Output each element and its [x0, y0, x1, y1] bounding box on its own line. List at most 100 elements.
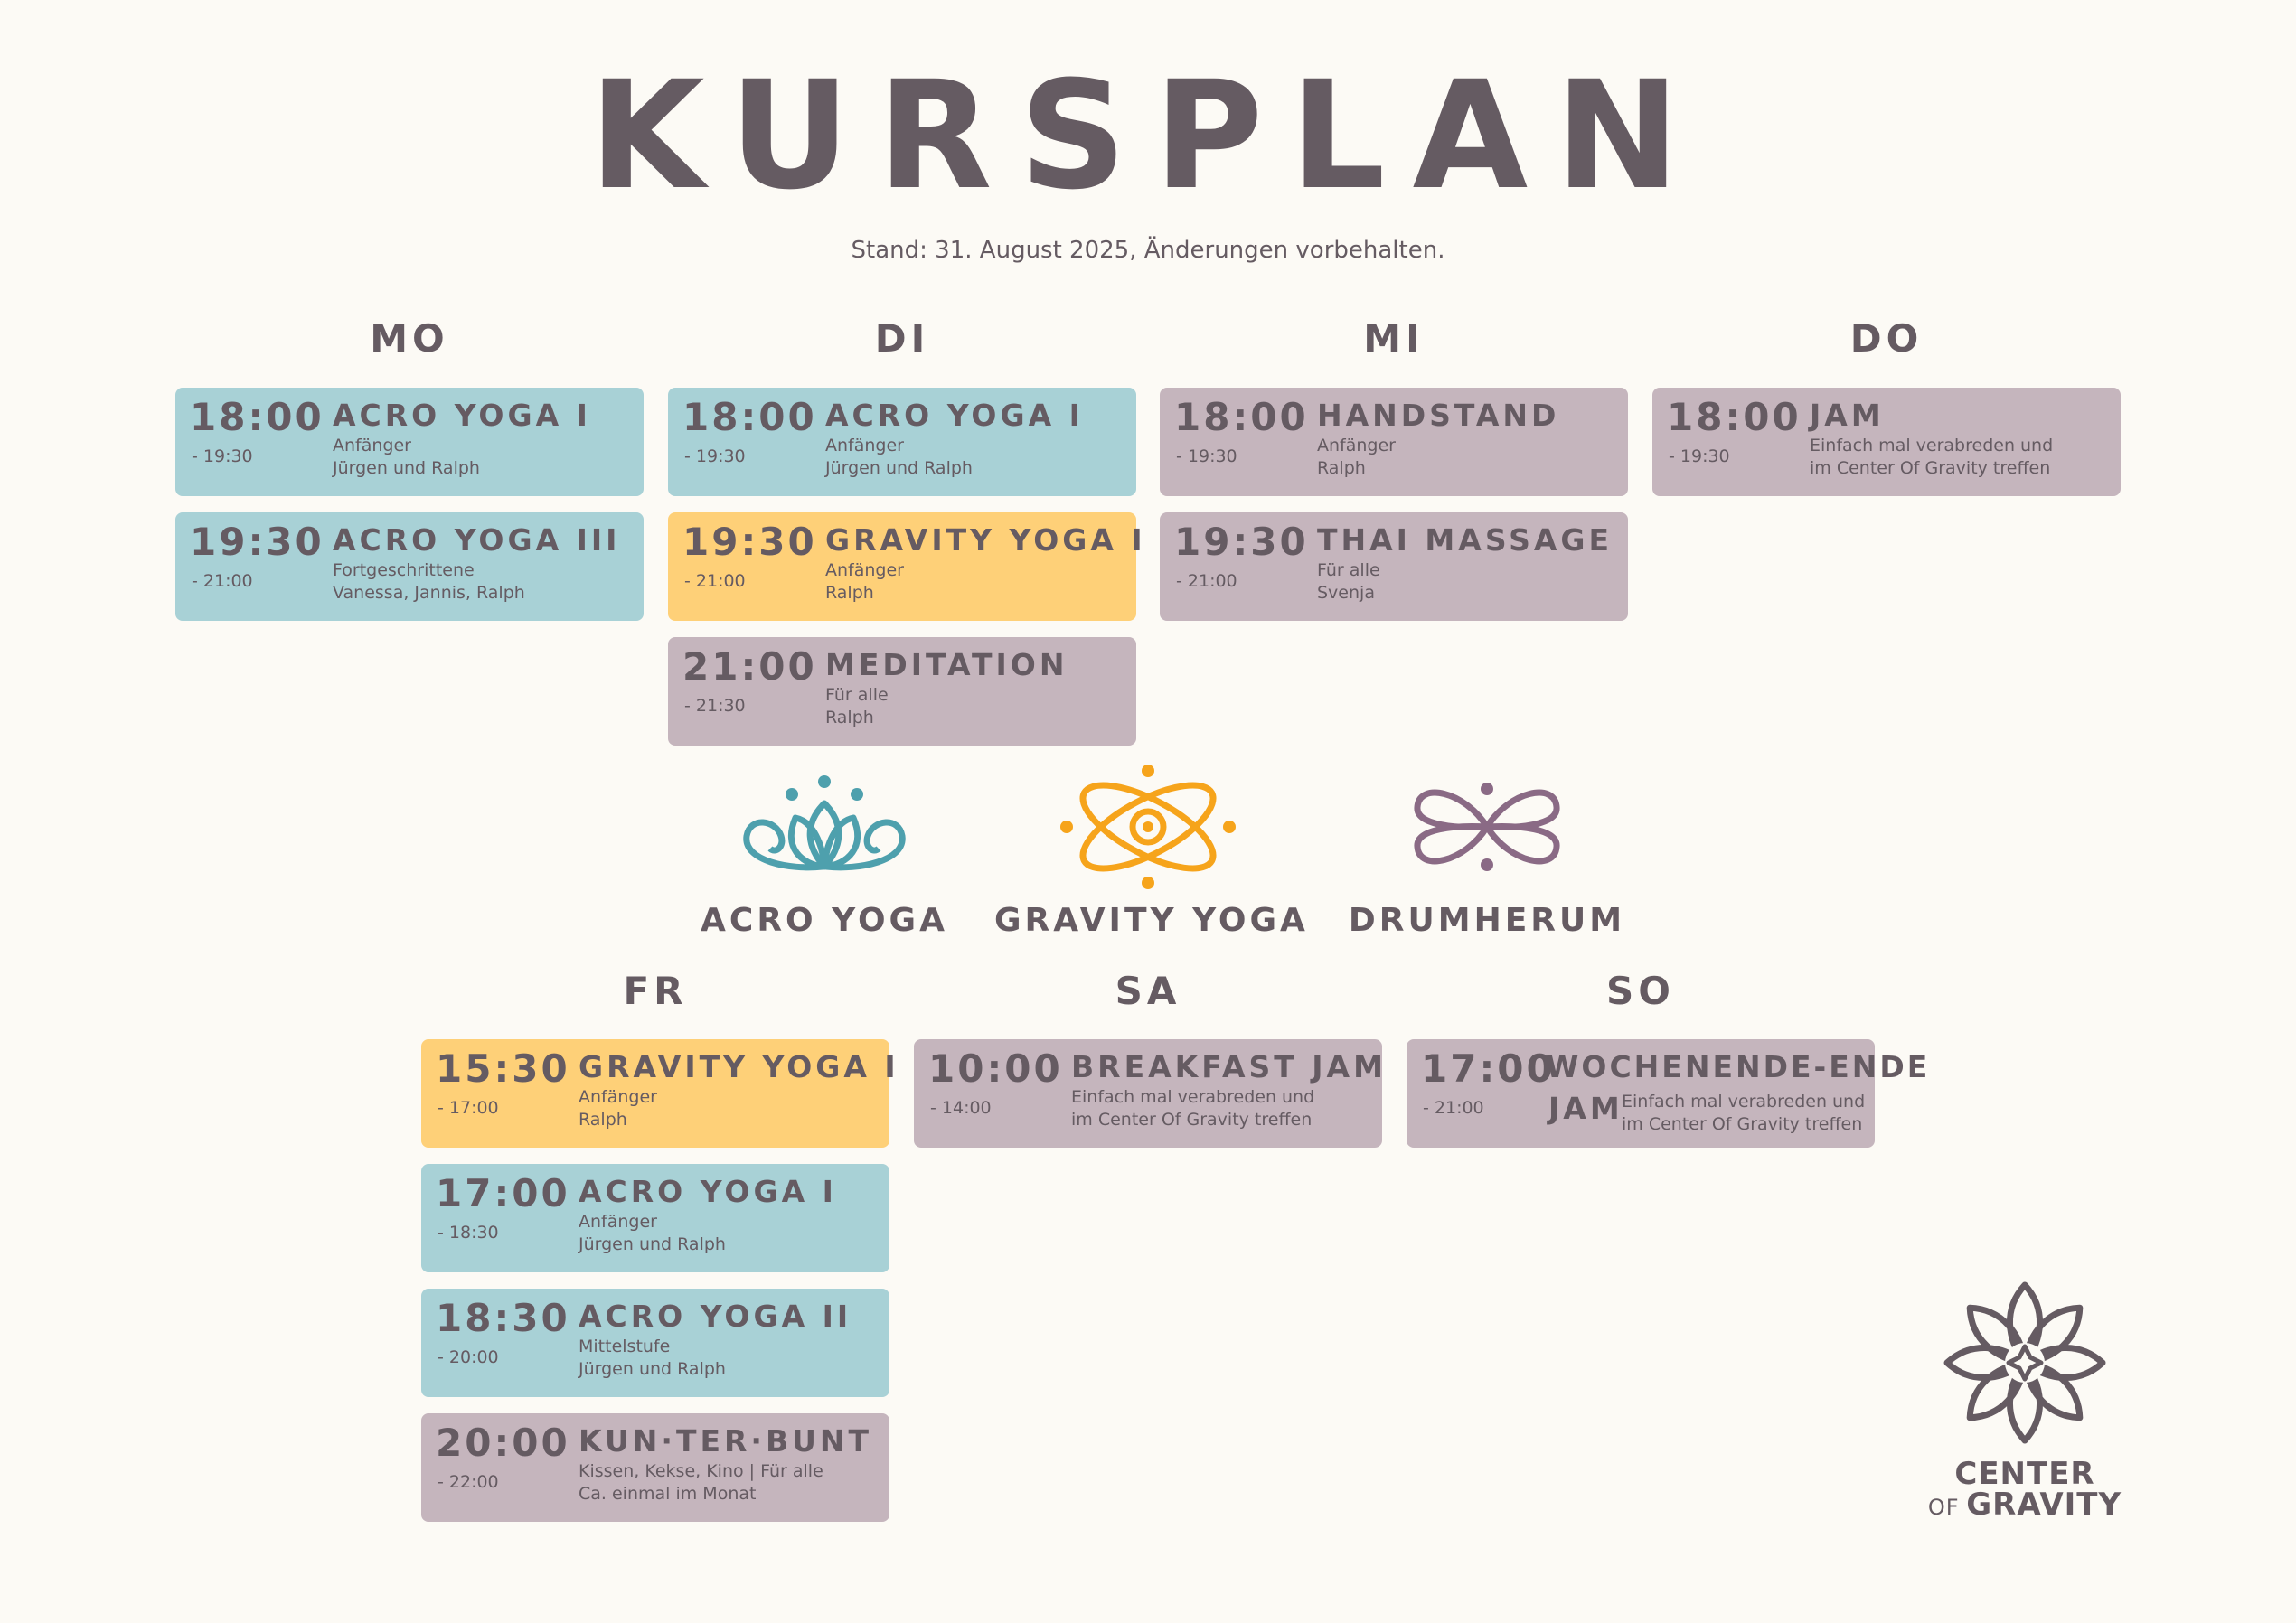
- class-title: ACRO YOGA I: [579, 1174, 837, 1209]
- class-end-time: - 19:30: [1669, 446, 1730, 466]
- class-level: Anfänger: [579, 1087, 657, 1107]
- class-card: 18:00 - 19:30 ACRO YOGA I Anfänger Jürge…: [668, 388, 1136, 496]
- class-start-time: 17:00: [436, 1171, 570, 1215]
- class-end-time: - 19:30: [192, 446, 253, 466]
- flower-icon: [1936, 1281, 2113, 1451]
- class-start-time: 15:30: [436, 1046, 570, 1091]
- class-teachers: Jürgen und Ralph: [579, 1234, 726, 1254]
- class-title: HANDSTAND: [1317, 398, 1560, 433]
- legend-label: ACRO YOGA: [701, 902, 948, 939]
- class-title: MEDITATION: [825, 647, 1068, 682]
- lotus-icon: [743, 775, 906, 871]
- class-start-time: 19:30: [682, 520, 817, 564]
- class-card: 15:30 - 17:00 GRAVITY YOGA I Anfänger Ra…: [421, 1039, 896, 1148]
- class-end-time: - 21:00: [684, 571, 746, 591]
- class-teachers: Jürgen und Ralph: [333, 458, 480, 478]
- class-start-time: 21:00: [682, 644, 817, 689]
- page-subtitle: Stand: 31. August 2025, Änderungen vorbe…: [851, 237, 1445, 264]
- class-teachers: Vanessa, Jannis, Ralph: [333, 583, 525, 603]
- class-description: im Center Of Gravity treffen: [1071, 1110, 1313, 1130]
- class-end-time: - 21:00: [1176, 571, 1237, 591]
- class-level: Anfänger: [1317, 436, 1396, 455]
- class-description: im Center Of Gravity treffen: [1810, 458, 2051, 478]
- class-end-time: - 18:30: [438, 1223, 499, 1243]
- butterfly-icon: [1414, 783, 1560, 871]
- day-heading-so: SO: [1606, 969, 1675, 1013]
- class-start-time: 18:00: [682, 395, 817, 439]
- class-level: Anfänger: [333, 436, 411, 455]
- class-title: ACRO YOGA I: [825, 398, 1084, 433]
- legend-acro: ACRO YOGA: [682, 773, 966, 937]
- class-start-time: 10:00: [928, 1046, 1063, 1091]
- class-start-time: 18:00: [1667, 395, 1802, 439]
- class-end-time: - 17:00: [438, 1098, 499, 1118]
- day-heading-di: DI: [874, 316, 930, 361]
- class-card: 18:00 - 19:30 JAM Einfach mal verabreden…: [1652, 388, 2121, 496]
- legend-drumherum: DRUMHERUM: [1345, 773, 1629, 937]
- brand-line2: OF GRAVITY: [1925, 1489, 2124, 1520]
- class-card: 21:00 - 21:30 MEDITATION Für alle Ralph: [668, 637, 1136, 746]
- class-description: Kissen, Kekse, Kino | Für alle: [579, 1461, 823, 1481]
- class-title: JAM: [1810, 398, 1885, 433]
- class-card: 10:00 - 14:00 BREAKFAST JAM Einfach mal …: [914, 1039, 1383, 1148]
- class-title: GRAVITY YOGA I: [825, 522, 1146, 558]
- legend-label: GRAVITY YOGA: [994, 902, 1309, 939]
- day-heading-fr: FR: [623, 969, 688, 1013]
- class-description: im Center Of Gravity treffen: [1622, 1114, 1863, 1134]
- class-title: WOCHENENDE-ENDE: [1546, 1049, 1931, 1084]
- class-description: Einfach mal verabreden und: [1810, 436, 2054, 455]
- day-heading-do: DO: [1849, 316, 1924, 361]
- class-title-line2: JAM: [1548, 1091, 1623, 1126]
- class-card: 20:00 - 22:00 KUN·TER·BUNT Kissen, Kekse…: [421, 1413, 889, 1522]
- class-teachers: Svenja: [1317, 583, 1375, 603]
- class-start-time: 17:00: [1421, 1046, 1556, 1091]
- brand-line1: CENTER: [1954, 1456, 2095, 1492]
- class-level: Anfänger: [825, 436, 904, 455]
- class-title: ACRO YOGA III: [333, 522, 621, 558]
- day-heading-mo: MO: [370, 316, 449, 361]
- class-end-time: - 14:00: [930, 1098, 992, 1118]
- day-heading-sa: SA: [1115, 969, 1181, 1013]
- class-level: Anfänger: [825, 560, 904, 580]
- class-level: Anfänger: [579, 1212, 657, 1232]
- eye-orbit-icon: [1060, 765, 1236, 889]
- class-card: 19:30 - 21:00 THAI MASSAGE Für alle Sven…: [1160, 512, 1628, 621]
- class-teachers: Ralph: [1317, 458, 1366, 478]
- class-teachers: Ralph: [825, 583, 874, 603]
- class-title: BREAKFAST JAM: [1071, 1049, 1387, 1084]
- class-level: Mittelstufe: [579, 1337, 671, 1356]
- class-teachers: Ralph: [825, 708, 874, 727]
- class-start-time: 19:30: [190, 520, 325, 564]
- page-title: KURSPLAN: [588, 49, 1708, 222]
- brand-of: OF: [1927, 1495, 1960, 1520]
- class-card: 18:00 - 19:30 ACRO YOGA I Anfänger Jürge…: [175, 388, 644, 496]
- class-start-time: 18:30: [436, 1296, 570, 1340]
- class-start-time: 18:00: [190, 395, 325, 439]
- class-teachers: Jürgen und Ralph: [825, 458, 973, 478]
- class-level: Für alle: [825, 685, 889, 705]
- class-title: THAI MASSAGE: [1317, 522, 1614, 558]
- class-end-time: - 22:00: [438, 1472, 499, 1492]
- day-heading-mi: MI: [1363, 316, 1425, 361]
- class-title: ACRO YOGA II: [579, 1299, 852, 1334]
- class-teachers: Jürgen und Ralph: [579, 1359, 726, 1379]
- class-start-time: 20:00: [436, 1421, 570, 1465]
- class-card: 18:00 - 19:30 HANDSTAND Anfänger Ralph: [1160, 388, 1628, 496]
- legend-label: DRUMHERUM: [1348, 902, 1626, 939]
- class-end-time: - 21:00: [1423, 1098, 1484, 1118]
- class-start-time: 18:00: [1174, 395, 1309, 439]
- class-end-time: - 19:30: [1176, 446, 1237, 466]
- class-end-time: - 21:00: [192, 571, 253, 591]
- class-level: Fortgeschrittene: [333, 560, 475, 580]
- class-level: Für alle: [1317, 560, 1380, 580]
- class-title: KUN·TER·BUNT: [579, 1423, 873, 1459]
- class-title: GRAVITY YOGA I: [579, 1049, 899, 1084]
- class-end-time: - 19:30: [684, 446, 746, 466]
- class-card: 19:30 - 21:00 GRAVITY YOGA I Anfänger Ra…: [668, 512, 1143, 621]
- class-teachers: Ralph: [579, 1110, 627, 1130]
- class-card: 17:00 - 21:00 WOCHENENDE-ENDE JAM Einfac…: [1407, 1039, 1927, 1148]
- brand-gravity: GRAVITY: [1966, 1487, 2122, 1523]
- class-description: Einfach mal verabreden und: [1622, 1092, 1866, 1112]
- legend-gravity: GRAVITY YOGA: [994, 765, 1309, 939]
- class-description: Einfach mal verabreden und: [1071, 1087, 1315, 1107]
